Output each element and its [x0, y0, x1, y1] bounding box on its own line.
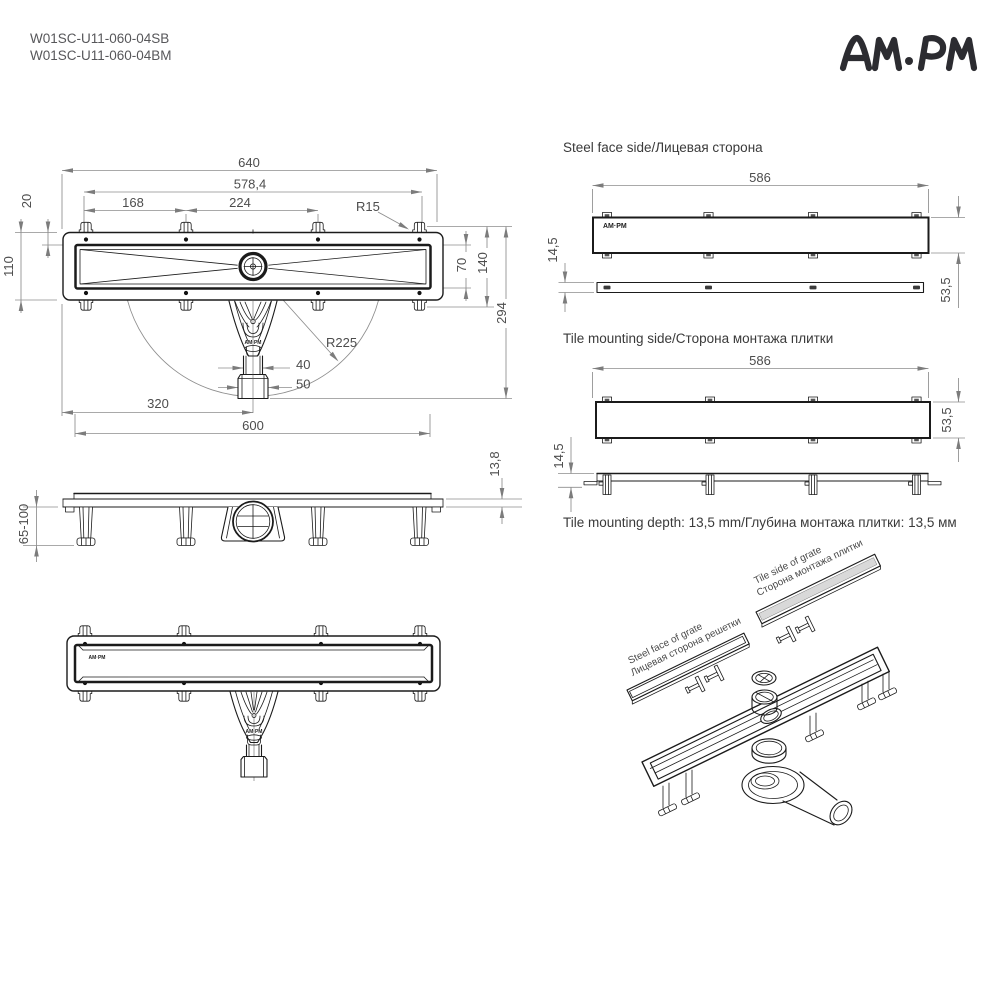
tile-depth-note: Tile mounting depth: 13,5 mm/Глубина мон…: [563, 515, 957, 530]
channel-frame-bottom: [73, 643, 434, 684]
svg-text:140: 140: [475, 252, 490, 274]
tile-grate-profile: [583, 472, 942, 495]
dim-20: 20: [15, 194, 69, 258]
dim-r15: R15: [356, 199, 411, 232]
small-logo-top-view: AM·PM: [245, 340, 262, 346]
siphon-bottom-view: AM·PM: [229, 690, 279, 781]
steel-grate-plan: AM·PM: [592, 212, 930, 259]
exploded-siphon: [741, 765, 853, 826]
siphon-side-view: [220, 500, 286, 543]
dim-586-tile: 586: [592, 353, 929, 398]
dim-13-8: 13,8: [446, 451, 522, 524]
dim-50: 50: [218, 377, 310, 392]
brand-logo: [839, 34, 978, 72]
svg-text:294: 294: [494, 302, 509, 324]
product-code-1: W01SC-U11-060-04SB: [30, 31, 169, 46]
exploded-channel: [641, 646, 890, 787]
steel-face-title: Steel face side/Лицевая сторона: [563, 140, 763, 155]
svg-text:R225: R225: [326, 335, 357, 350]
dim-65-100: 65-100: [16, 490, 74, 562]
svg-text:14,5: 14,5: [551, 443, 566, 468]
top-view: 640 578,4 168 224 R15: [1, 155, 512, 437]
dim-14-5-tile: 14,5: [551, 437, 594, 512]
product-code-2: W01SC-U11-060-04BM: [30, 48, 172, 63]
svg-text:40: 40: [296, 357, 310, 372]
svg-text:586: 586: [749, 353, 771, 368]
svg-text:168: 168: [122, 195, 144, 210]
svg-text:65-100: 65-100: [16, 504, 31, 544]
svg-text:20: 20: [19, 194, 34, 208]
svg-text:13,8: 13,8: [487, 451, 502, 476]
bottom-view: AM·PM AM·PM: [66, 625, 441, 781]
svg-text:578,4: 578,4: [234, 177, 267, 192]
dim-110: 110: [1, 219, 57, 313]
dim-586-steel: 586: [592, 170, 929, 213]
dim-140: 140: [427, 226, 512, 308]
steel-face-section: Steel face side/Лицевая сторона 586 AM·P…: [545, 140, 965, 312]
dim-53-5-steel: 53,5: [931, 196, 965, 308]
exploded-legs: [658, 670, 898, 817]
dim-40: 40: [218, 357, 310, 372]
dim-224: 224: [186, 195, 319, 233]
dim-320: 320: [61, 304, 253, 416]
tile-side-section: Tile mounting side/Сторона монтажа плитк…: [551, 331, 965, 530]
tile-side-title: Tile mounting side/Сторона монтажа плитк…: [563, 331, 833, 346]
svg-text:53,5: 53,5: [938, 277, 953, 302]
svg-text:224: 224: [229, 195, 251, 210]
small-logo-siphon: AM·PM: [246, 729, 263, 735]
drain-outlet-circle: [237, 251, 269, 282]
header: W01SC-U11-060-04SB W01SC-U11-060-04BM AM…: [30, 31, 978, 72]
dim-14-5-steel: 14,5: [545, 237, 594, 312]
dim-294: 294: [270, 226, 512, 399]
svg-text:70: 70: [454, 258, 469, 272]
side-view: 65-100 13,8: [16, 451, 522, 562]
svg-text:640: 640: [238, 155, 260, 170]
small-logo-steel-grate: AM·PM: [603, 223, 627, 230]
svg-text:586: 586: [749, 170, 771, 185]
svg-text:320: 320: [147, 396, 169, 411]
exploded-drain-stack: [741, 670, 853, 826]
siphon-top-view: AM·PM: [228, 300, 278, 413]
tile-grate-plan: [595, 396, 931, 444]
small-logo-bottom-view: AM·PM: [89, 655, 106, 661]
svg-text:53,5: 53,5: [939, 407, 954, 432]
steel-grate-side: [596, 281, 925, 294]
dim-640: 640: [61, 155, 438, 229]
svg-text:600: 600: [242, 418, 264, 433]
grate-frame: [74, 243, 432, 290]
dim-53-5-tile: 53,5: [933, 378, 965, 462]
drain-body-top: [62, 221, 444, 311]
dim-600: 600: [74, 414, 431, 437]
svg-text:110: 110: [1, 256, 16, 277]
drain-body-side: [62, 492, 444, 546]
exploded-steel-grate: [626, 632, 750, 705]
svg-text:50: 50: [296, 377, 310, 392]
exploded-tile-grate: [755, 553, 881, 628]
svg-text:R15: R15: [356, 199, 380, 214]
svg-text:14,5: 14,5: [545, 237, 560, 262]
